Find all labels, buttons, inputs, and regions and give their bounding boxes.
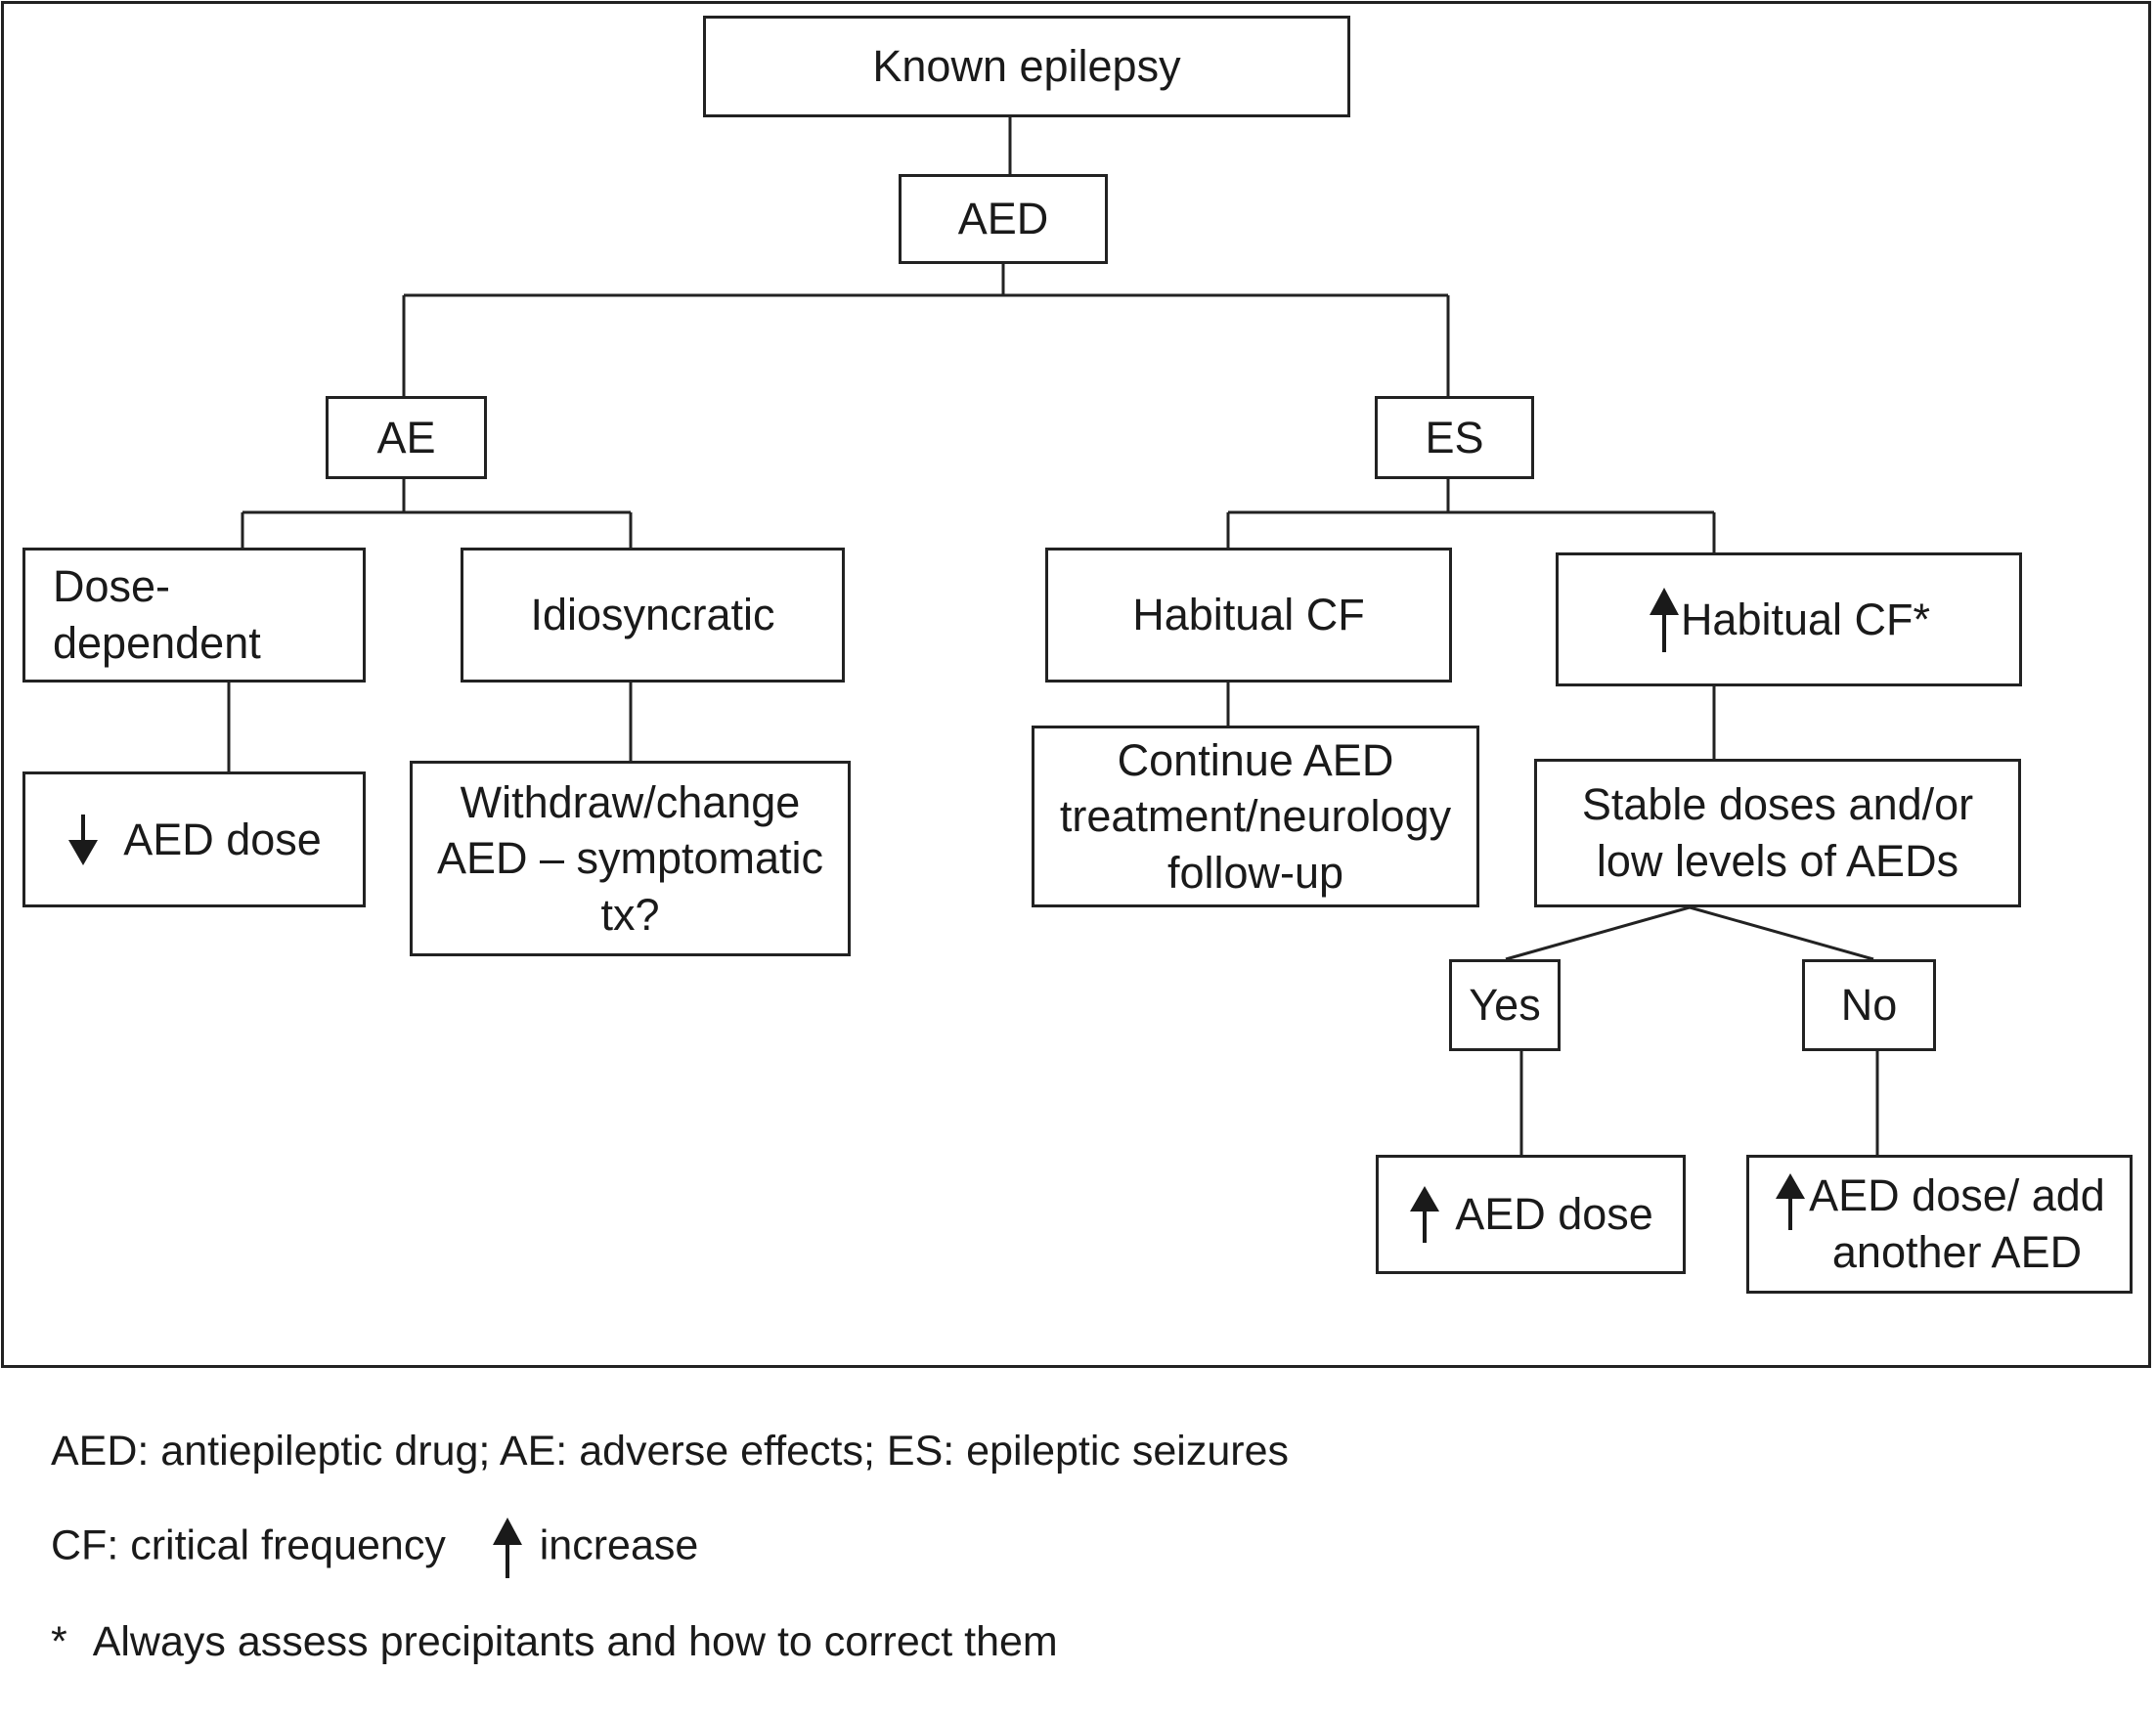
no-node: No [1802, 959, 1936, 1051]
node-label: AED dose [1455, 1189, 1653, 1240]
node-label-line-2: AED – symptomatic [436, 833, 824, 884]
node-label-line-1: Withdraw/change [460, 776, 801, 827]
node-label-line-2: low levels of AEDs [1596, 836, 1959, 886]
increase-or-add-aed-node: AED dose/ add another AED [1746, 1155, 2133, 1294]
node-label: AE [376, 412, 436, 463]
legend-cf-text: CF: critical frequency [51, 1521, 446, 1569]
node-label-line-2: another AED [1831, 1227, 2083, 1277]
node-label-line-2: dependent [53, 618, 261, 668]
increase-aed-dose-node: AED dose [1376, 1155, 1686, 1274]
node-label-line-1: AED dose/ add [1809, 1170, 2105, 1221]
diagram-frame [1, 1, 2151, 1368]
idiosyncratic-node: Idiosyncratic [461, 548, 845, 683]
node-label: Idiosyncratic [530, 590, 775, 640]
node-label-line-2: treatment/neurology [1059, 791, 1452, 842]
node-label: AED dose [123, 814, 322, 864]
adverse-effects-node: AE [326, 396, 487, 479]
node-label: Yes [1469, 980, 1541, 1031]
node-label: Habitual CF* [1680, 594, 1931, 644]
arrow-up-icon [492, 1518, 522, 1578]
decrease-aed-dose-node: AED dose [22, 771, 366, 907]
node-label-line-3: follow-up [1166, 847, 1344, 898]
aed-node: AED [899, 174, 1108, 264]
increased-habitual-cf-node: Habitual CF* [1556, 552, 2022, 686]
node-label-line-3: tx? [600, 889, 660, 940]
continue-aed-treatment-node: Continue AED treatment/neurology follow-… [1032, 726, 1479, 907]
habitual-cf-node: Habitual CF [1045, 548, 1452, 683]
node-label-line-1: Stable doses and/or [1581, 779, 1974, 830]
node-label: No [1840, 980, 1898, 1031]
node-label: Habitual CF [1132, 590, 1365, 640]
legend-footnote: * Always assess precipitants and how to … [51, 1618, 1058, 1666]
known-epilepsy-node: Known epilepsy [703, 16, 1350, 117]
node-label: ES [1425, 412, 1484, 463]
yes-node: Yes [1449, 959, 1561, 1051]
arrow-up-icon [1649, 587, 1679, 652]
legend-critical-frequency: CF: critical frequency increase [51, 1516, 698, 1580]
epileptic-seizures-node: ES [1375, 396, 1534, 479]
footnote-text: Always assess precipitants and how to co… [92, 1618, 1058, 1665]
connector-lines [227, 117, 1879, 1155]
legend-abbreviations: AED: antiepileptic drug; AE: adverse eff… [51, 1428, 1289, 1475]
arrow-up-icon [1776, 1173, 1806, 1231]
node-label: Known epilepsy [872, 41, 1181, 92]
stable-doses-node: Stable doses and/or low levels of AEDs [1534, 759, 2021, 907]
legend-increase-text: increase [539, 1521, 699, 1569]
node-label-line-1: Dose- [53, 561, 171, 612]
node-label: AED [957, 194, 1049, 244]
node-label-line-1: Continue AED [1117, 734, 1394, 785]
arrow-up-icon [1410, 1186, 1440, 1243]
arrow-down-icon [68, 814, 99, 865]
footnote-marker: * [51, 1618, 67, 1665]
withdraw-change-aed-node: Withdraw/change AED – symptomatic tx? [410, 761, 851, 956]
dose-dependent-node: Dose- dependent [22, 548, 366, 683]
